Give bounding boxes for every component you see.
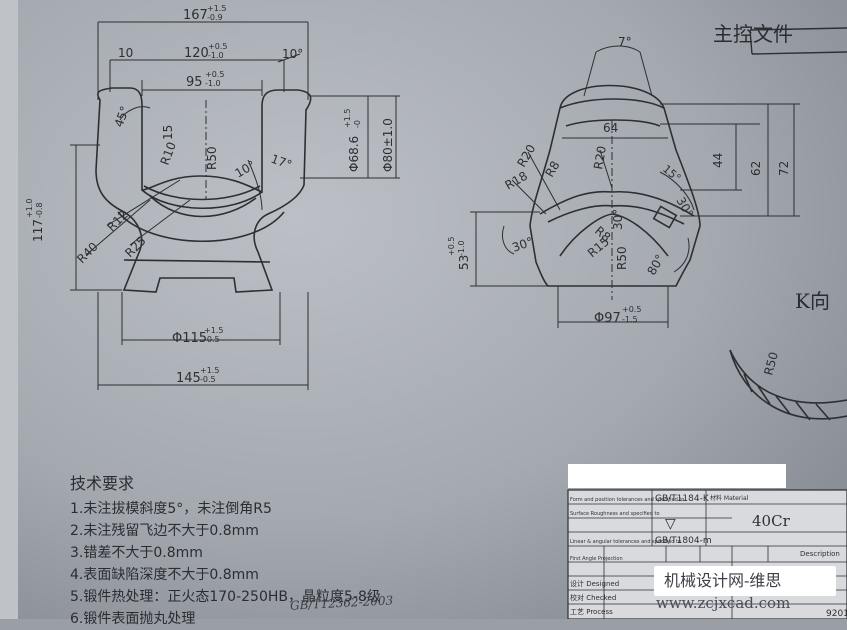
- dim-phi97: Φ97: [594, 311, 621, 326]
- dim-145: 145: [176, 371, 201, 386]
- angle-45: 45°: [112, 104, 132, 129]
- dim-120-tol-lower: -1.0: [208, 51, 224, 60]
- tb-row-process: 工艺 Process: [570, 608, 613, 616]
- angle-30-left: 30°: [510, 234, 535, 254]
- dim-167-tol-lower: -0.9: [207, 13, 223, 22]
- dim-95-tol-lower: -1.0: [205, 79, 221, 88]
- watermark-backdrop: [654, 566, 836, 596]
- tb-row-checked: 校对 Checked: [570, 593, 616, 602]
- dim-167: 167: [183, 8, 208, 23]
- dim-120-tol-upper: +0.5: [208, 42, 227, 51]
- dim-64: 64: [603, 121, 618, 135]
- dim-95: 95: [186, 75, 203, 90]
- angle-17: 17°: [269, 152, 294, 172]
- note-item: 2.未注残留飞边不大于0.8mm: [70, 523, 259, 539]
- dim-phi97-tol-lower: -1.5: [622, 315, 638, 324]
- tb-description: Description: [800, 550, 840, 558]
- note-item: 1.未注拔模斜度5°，未注倒角R5: [70, 501, 272, 517]
- tb-row-label-1: Form and position tolerances and specifi…: [570, 497, 684, 503]
- right-view-dim-lines: [470, 45, 800, 328]
- dim-phi115-tol-upper: +1.5: [204, 326, 223, 335]
- dim-phi115-tol-lower: -0.5: [204, 335, 220, 344]
- dim-10: 10: [118, 46, 133, 60]
- dim-phi97-tol-upper: +0.5: [622, 305, 641, 314]
- dim-53-tol-lower: -1.0: [457, 240, 466, 256]
- watermark-url: www.zcjxcad.com: [656, 594, 790, 612]
- tb-code: 9201740: [826, 609, 847, 619]
- k-view-r50: R50: [761, 350, 781, 376]
- k-view-label: K向: [795, 289, 830, 313]
- tb-row-label-2: Surface Roughness and specified to: [570, 511, 660, 517]
- k-view-section: [729, 349, 847, 421]
- header-frame: [749, 27, 847, 55]
- sheet-edge: [0, 0, 18, 619]
- tb-material-label: 材料 Material: [710, 494, 749, 502]
- dim-r15: 15: [161, 125, 175, 140]
- watermark-text: 机械设计网-维思: [664, 571, 781, 590]
- tb-material: 40Cr: [752, 512, 791, 530]
- note-item: 6.锻件表面抛丸处理: [70, 611, 196, 627]
- dim-145-tol-lower: -0.5: [200, 375, 216, 384]
- dim-117: 117: [31, 219, 45, 242]
- roughness-symbol: ▽: [665, 516, 676, 532]
- dim-72: 72: [777, 161, 791, 176]
- dim-53: 53: [457, 255, 471, 270]
- dim-phi68: Φ68.6: [347, 136, 361, 172]
- dim-r20-b: R20: [591, 145, 609, 171]
- dim-phi80: Φ80±1.0: [381, 118, 395, 172]
- dim-62: 62: [749, 161, 763, 176]
- note-item: 3.错差不大于0.8mm: [70, 545, 203, 561]
- note-item: 5.锻件热处理：正火态170-250HB，晶粒度5-8级: [70, 589, 381, 605]
- dim-44: 44: [711, 153, 725, 168]
- notes-title: 技术要求: [70, 474, 135, 493]
- dim-r50-left: R50: [205, 146, 219, 170]
- dim-phi68-tol-upper: +1.5: [343, 109, 352, 128]
- dim-phi115: Φ115: [172, 331, 207, 346]
- dim-117-tol-upper: +1.0: [25, 199, 34, 218]
- tb-projection: First Angle Projection: [570, 556, 623, 562]
- angle-10-top: 10°: [282, 47, 303, 61]
- tb-row-label-3: Linear & angular tolerances and specifie…: [570, 539, 681, 545]
- dim-167-tol-upper: +1.5: [207, 4, 226, 13]
- dim-120: 120: [184, 46, 209, 61]
- left-view-dim-lines: [70, 21, 400, 390]
- header-label: 主控文件: [713, 22, 793, 46]
- tb-row-designed: 设计 Designed: [570, 579, 619, 588]
- dim-117-tol-lower: -0.8: [35, 202, 44, 218]
- angle-7: 7°: [618, 35, 632, 49]
- tb-std-2: GB/T1804-m: [655, 536, 712, 546]
- dim-95-tol-upper: +0.5: [205, 70, 224, 79]
- dim-phi68-tol-lower: -0: [353, 120, 362, 128]
- angle-30-center: 30°: [611, 209, 625, 230]
- note-item: 4.表面缺陷深度不大于0.8mm: [70, 567, 259, 583]
- tb-std-1: GB/T1184-K: [655, 494, 710, 504]
- dim-r8-a: R8: [542, 159, 562, 180]
- title-block: Form and position tolerances and specifi…: [567, 489, 847, 619]
- dim-145-tol-upper: +1.5: [200, 366, 219, 375]
- dim-53-tol-upper: +0.5: [447, 237, 456, 256]
- dim-r50-right: R50: [615, 246, 629, 270]
- redacted-box: [568, 464, 786, 488]
- left-view-outline: [95, 87, 312, 293]
